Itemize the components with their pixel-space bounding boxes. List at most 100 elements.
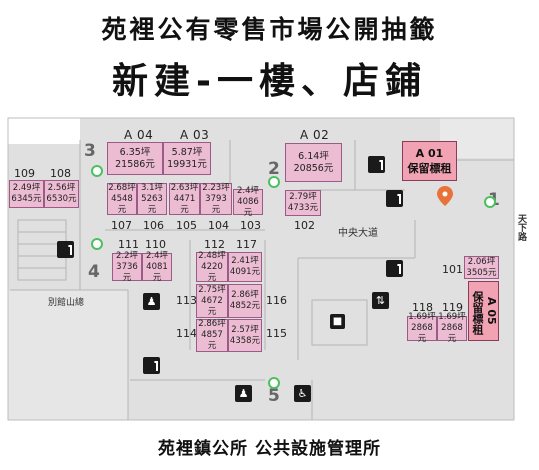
entrance-4: 4: [88, 262, 100, 282]
elevator-icon: ■: [330, 314, 345, 329]
shop-115[interactable]: 2.57坪 4358元: [228, 319, 262, 352]
shop-A02[interactable]: 6.14坪 20856元: [285, 143, 342, 182]
shop-110[interactable]: 2.4坪 4081元: [142, 251, 172, 283]
shop-area: 6.14坪: [298, 150, 329, 162]
shop-area: 2.4坪: [236, 185, 260, 196]
shop-111[interactable]: 2.2坪 3736元: [112, 250, 142, 283]
shop-area: 2.57坪: [231, 324, 259, 335]
unit-number-110: 110: [145, 238, 166, 251]
shop-102[interactable]: 2.79坪 4733元: [285, 190, 321, 216]
stairs-icon: [143, 357, 160, 374]
shop-rent: 6530元: [46, 194, 77, 204]
shop-101[interactable]: 2.06坪 3505元: [464, 256, 499, 279]
shop-rent: 3793元: [205, 193, 227, 215]
unit-number-102: 102: [294, 219, 315, 232]
shop-108[interactable]: 2.56坪 6530元: [44, 180, 79, 208]
escalator-icon: [386, 260, 403, 277]
shop-rent: 19931元: [167, 158, 207, 170]
entrance-2: 2: [268, 159, 280, 179]
page-subtitle: 新建-一樓、店鋪: [112, 61, 427, 102]
entrance-marker-icon: [268, 176, 280, 188]
entrance-marker-icon: [91, 238, 103, 250]
shop-106[interactable]: 3.1坪 5263元: [137, 183, 167, 215]
shop-rent: 4852元: [229, 301, 261, 311]
shop-117[interactable]: 2.41坪 4091元: [228, 252, 262, 282]
aisle-label: 中央大道: [338, 228, 378, 239]
shop-area: 2.68坪: [108, 182, 136, 193]
unit-number-105: 105: [176, 219, 197, 232]
shop-rent: 6345元: [11, 194, 42, 204]
shop-area: 2.2坪: [115, 250, 139, 261]
shop-104[interactable]: 2.23坪 3793元: [200, 183, 232, 215]
escalator-icon: [368, 156, 385, 173]
unit-number-108: 108: [50, 167, 71, 180]
accessible-restroom-icon: ♿: [294, 385, 311, 402]
shop-rent: 4086元: [237, 196, 259, 218]
unit-code-A03: A 03: [180, 128, 210, 142]
shop-A03[interactable]: 5.87坪 19931元: [163, 142, 211, 175]
shop-area: 1.69坪: [438, 312, 466, 322]
shop-area: 2.75坪: [198, 284, 226, 295]
shop-rent: 4672元: [201, 295, 223, 317]
shop-area: 2.41坪: [231, 256, 259, 266]
shop-A04[interactable]: 6.35坪 21586元: [107, 142, 163, 175]
unit-number-116: 116: [266, 294, 287, 307]
shop-107[interactable]: 2.68坪 4548元: [107, 183, 137, 215]
unit-number-113: 113: [176, 294, 197, 307]
unit-code-A04: A 04: [124, 128, 154, 142]
shop-118[interactable]: 1.69坪 2868元: [407, 312, 437, 344]
entrance-marker-icon: [268, 377, 280, 389]
wall-lines: [7, 117, 515, 421]
reserved-A01[interactable]: A 01 保留標租: [402, 141, 457, 181]
unit-number-107: 107: [111, 219, 132, 232]
shop-rent: 4857元: [201, 330, 223, 351]
shop-area: 2.06坪: [467, 256, 496, 267]
unit-number-112: 112: [204, 238, 225, 251]
entrance-5: 5: [268, 386, 280, 406]
shop-rent: 2868元: [441, 323, 463, 344]
unit-number-111: 111: [118, 238, 139, 251]
shop-114[interactable]: 2.86坪 4857元: [196, 319, 228, 352]
elevator-icon: ⇅: [372, 292, 389, 309]
shop-103[interactable]: 2.4坪 4086元: [233, 185, 263, 218]
reserved-code: A 01: [415, 147, 444, 160]
shop-rent: 4081元: [146, 261, 168, 283]
unit-number-117: 117: [236, 238, 257, 251]
shop-112[interactable]: 2.48坪 4220元: [196, 250, 228, 283]
shop-rent: 4471元: [173, 193, 196, 215]
unit-number-115: 115: [266, 327, 287, 340]
restroom-icon: ♟: [143, 293, 160, 310]
shop-area: 2.86坪: [231, 290, 259, 300]
road-label-left: 別館山總: [48, 298, 85, 308]
shop-105[interactable]: 2.63坪 4471元: [169, 183, 200, 215]
shop-119[interactable]: 1.69坪 2868元: [437, 312, 467, 344]
unit-number-109: 109: [14, 167, 35, 180]
shop-area: 2.79坪: [289, 192, 317, 202]
unit-number-101: 101: [442, 263, 463, 276]
shop-rent: 4358元: [229, 335, 261, 346]
unit-number-114: 114: [176, 327, 197, 340]
shop-rent: 4733元: [287, 203, 319, 213]
reserved-label: 保留標租: [471, 290, 484, 335]
shop-area: 5.87坪: [171, 146, 203, 158]
shop-area: 2.23坪: [202, 182, 230, 193]
shop-109[interactable]: 2.49坪 6345元: [9, 180, 44, 208]
shop-area: 2.48坪: [198, 250, 226, 261]
unit-number-106: 106: [143, 219, 164, 232]
shop-area: 2.63坪: [170, 182, 199, 193]
page-title: 苑裡公有零售市場公開抽籤: [101, 15, 438, 44]
shop-rent: 2868元: [411, 323, 433, 344]
shop-rent: 21586元: [115, 158, 155, 170]
shop-area: 2.49坪: [12, 183, 41, 193]
shop-area: 1.69坪: [408, 312, 436, 322]
shop-area: 3.1坪: [140, 182, 164, 193]
unit-number-118: 118: [412, 301, 433, 314]
shop-116[interactable]: 2.86坪 4852元: [228, 284, 262, 318]
shop-113[interactable]: 2.75坪 4672元: [196, 284, 228, 318]
reserved-A05[interactable]: A 05 保留標租: [468, 281, 499, 341]
shop-rent: 4091元: [229, 267, 261, 277]
location-pin-icon: [437, 186, 453, 206]
shop-rent: 3505元: [466, 267, 497, 278]
entrance-3: 3: [84, 141, 96, 161]
stairs-icon: [57, 241, 74, 258]
